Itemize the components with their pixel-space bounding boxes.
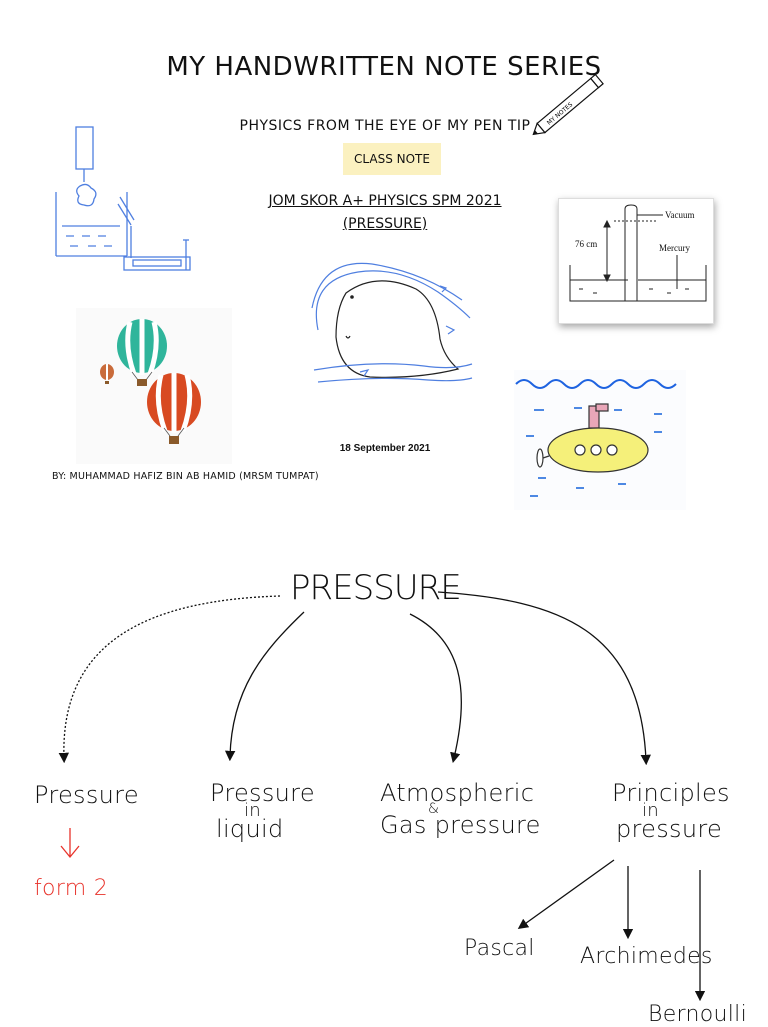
barometer-diagram: Vacuum 76 cm Mercury — [569, 204, 707, 302]
atmos-line-2: Gas pressure — [380, 811, 541, 839]
mercury-label: Mercury — [659, 243, 690, 253]
principles-line-1: Principles — [612, 779, 730, 807]
submarine-illustration — [514, 370, 686, 510]
mindmap-root: PRESSURE — [290, 568, 462, 608]
arrow-to-liquid — [224, 611, 305, 762]
course-heading: JOM SKOR A+ PHYSICS SPM 2021 (PRESSURE) — [230, 190, 540, 236]
course-line-1: JOM SKOR A+ PHYSICS SPM 2021 — [268, 193, 502, 209]
class-note-label: CLASS NOTE — [354, 152, 430, 166]
liquid-line-1: Pressure — [210, 779, 315, 807]
branch-form2: form 2 — [34, 876, 109, 901]
submarine-drawing — [515, 379, 677, 497]
arrow-to-pascal — [517, 859, 615, 930]
principles-line-3: pressure — [616, 815, 723, 843]
principles-line-2: in — [642, 800, 660, 821]
liquid-line-2: in — [244, 800, 262, 821]
branch-pressure: Pressure — [34, 781, 139, 809]
arrow-to-atmospheric — [409, 613, 463, 764]
course-line-2: (PRESSURE) — [342, 216, 428, 232]
arrow-to-principles — [437, 591, 651, 766]
principle-pascal: Pascal — [464, 936, 535, 961]
note-date: 18 September 2021 — [339, 443, 431, 454]
atmos-amp: & — [428, 801, 440, 817]
branch-liquid: Pressure in liquid — [210, 779, 320, 843]
branch-atmospheric: Atmospheric & Gas pressure — [380, 779, 550, 839]
principle-bernoulli: Bernoulli — [648, 1002, 747, 1027]
height-label: 76 cm — [575, 239, 597, 249]
subtitle: PHYSICS FROM THE EYE OF MY PEN TIP — [239, 118, 531, 134]
page-title: MY HANDWRITTEN NOTE SERIES — [166, 52, 602, 82]
author-line: BY: MUHAMMAD HAFIZ BIN AB HAMID (MRSM TU… — [52, 471, 319, 482]
vacuum-label: Vacuum — [665, 210, 695, 220]
atmos-line-1: Atmospheric — [380, 779, 535, 807]
barometer-photo: Vacuum 76 cm Mercury — [558, 198, 714, 324]
down-arrow-icon — [60, 828, 80, 859]
balloons-photo — [76, 308, 232, 464]
balloons-illustration — [100, 319, 201, 444]
class-note-badge: CLASS NOTE — [343, 143, 441, 175]
liquid-line-3: liquid — [216, 815, 284, 843]
arrow-to-pressure — [58, 595, 281, 764]
principle-archimedes: Archimedes — [580, 944, 713, 969]
branch-principles: Principles in pressure — [612, 779, 742, 843]
